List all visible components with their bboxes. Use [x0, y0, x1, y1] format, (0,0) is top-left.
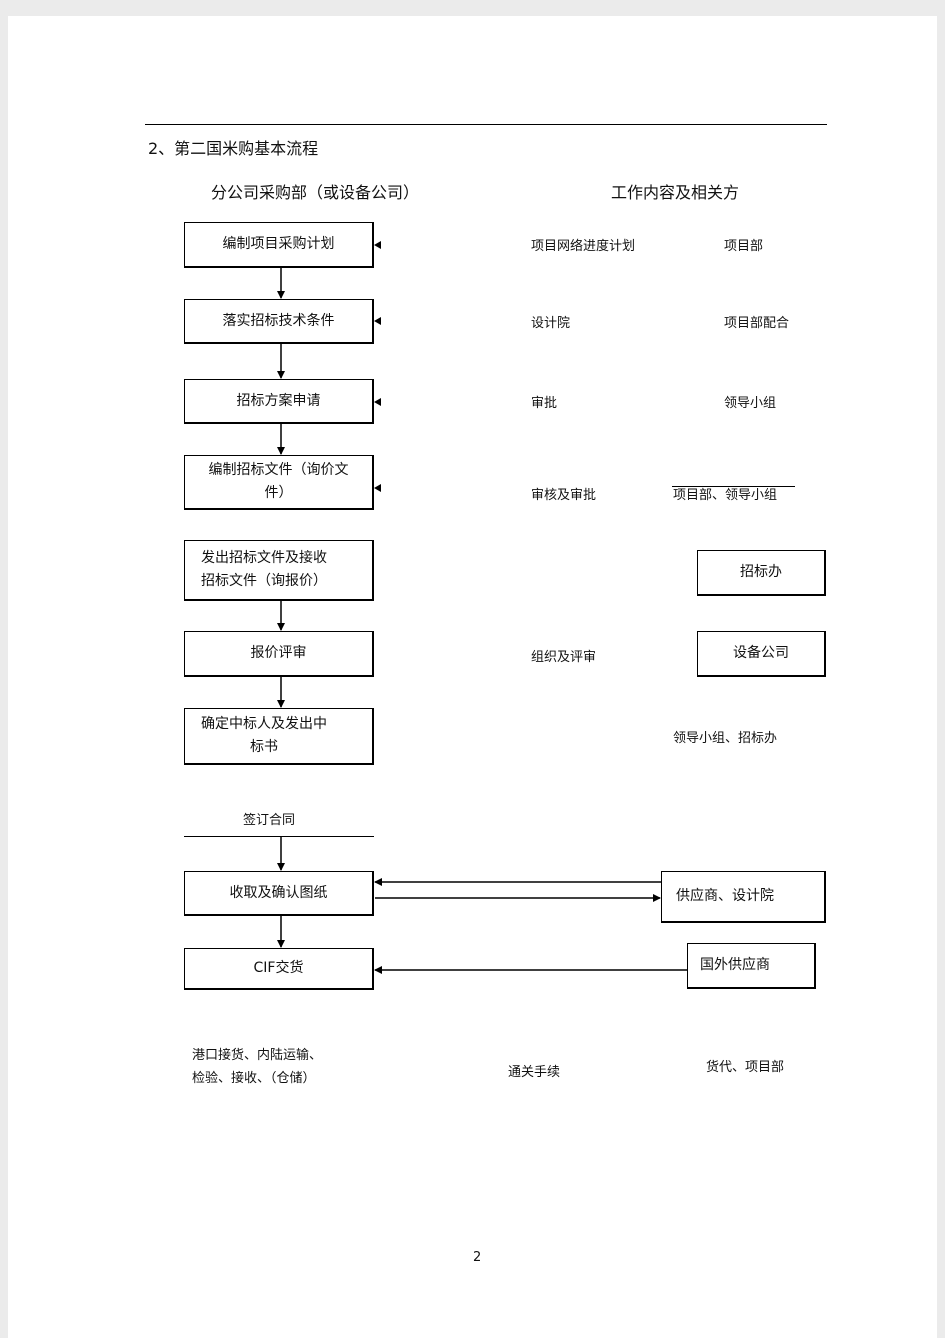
left-pointer	[374, 317, 381, 325]
column-header-right: 工作内容及相关方	[611, 183, 740, 202]
step-box-drawings: 收取及确认图纸	[184, 871, 374, 916]
step-label: 落实招标技术条件	[222, 312, 335, 329]
step-label-line: 件）	[264, 485, 293, 501]
footer-left-text: 港口接货、内陆运输、 检验、接收、（仓储）	[192, 1044, 322, 1090]
step-label: CIF交货	[253, 960, 304, 976]
step-label: 报价评审	[250, 645, 307, 661]
step-label-line: 确定中标人及发出中	[201, 716, 327, 732]
party-label: 设备公司	[733, 645, 789, 661]
work-text-schedule: 项目网络进度计划	[531, 239, 636, 254]
party-box-supplier-design: 供应商、设计院	[661, 871, 826, 923]
party-text-group-office: 领导小组、招标办	[673, 731, 778, 746]
step-box-tech-conditions: 落实招标技术条件	[184, 299, 374, 344]
footer-middle-text: 通关手续	[508, 1065, 561, 1080]
column-header-left: 分公司采购部（或设备公司）	[211, 183, 420, 202]
step-box-award: 确定中标人及发出中 标书	[184, 708, 374, 765]
work-text-approval: 审批	[531, 396, 558, 411]
left-pointer	[374, 241, 381, 249]
party-text-dept-group: 项目部、领导小组	[673, 488, 778, 503]
party-label: 国外供应商	[700, 957, 770, 973]
step-sign-contract: 签订合同	[243, 813, 296, 828]
left-pointer	[374, 484, 381, 492]
party-text-project-coop: 项目部配合	[724, 316, 790, 331]
party-box-foreign-supplier: 国外供应商	[687, 943, 816, 989]
step-label-line: 发出招标文件及接收	[201, 550, 327, 566]
step-box-compile-plan: 编制项目采购计划	[184, 222, 374, 268]
step-box-bid-documents: 编制招标文件（询价文 件）	[184, 455, 374, 510]
footer-right-text: 货代、项目部	[706, 1060, 785, 1075]
party-overline	[672, 486, 795, 487]
top-rule	[145, 124, 827, 125]
party-box-equipment-company: 设备公司	[697, 631, 826, 677]
left-pointer	[374, 398, 381, 406]
step-label-line: 标书	[250, 739, 278, 755]
section-heading: 2、第二国米购基本流程	[148, 139, 319, 158]
sign-contract-underline	[184, 836, 374, 837]
party-text-project-dept: 项目部	[724, 239, 764, 254]
party-box-bid-office: 招标办	[697, 550, 826, 596]
work-text-design-institute: 设计院	[531, 316, 571, 331]
step-label: 招标方案申请	[236, 392, 321, 409]
step-box-cif-delivery: CIF交货	[184, 948, 374, 990]
party-label: 招标办	[740, 564, 782, 580]
step-label: 收取及确认图纸	[229, 884, 328, 901]
footer-left-line: 港口接货、内陆运输、	[192, 1048, 323, 1063]
page-number: 2	[473, 1250, 482, 1265]
party-text-leading-group: 领导小组	[724, 396, 777, 411]
work-text-review-approval: 审核及审批	[531, 488, 597, 503]
step-label-line: 编制招标文件（询价文	[208, 462, 349, 478]
step-box-bid-plan: 招标方案申请	[184, 379, 374, 424]
party-label: 供应商、设计院	[676, 888, 774, 904]
step-label-line: 招标文件（询报价）	[201, 573, 327, 589]
work-text-organize-review: 组织及评审	[531, 650, 597, 665]
step-box-issue-receive: 发出招标文件及接收 招标文件（询报价）	[184, 540, 374, 601]
footer-left-line: 检验、接收、（仓储）	[192, 1071, 316, 1086]
document-page: 2、第二国米购基本流程 分公司采购部（或设备公司） 工作内容及相关方 编制项目采…	[8, 16, 937, 1338]
flow-arrows	[277, 241, 687, 974]
step-label: 编制项目采购计划	[222, 236, 335, 252]
step-box-quote-review: 报价评审	[184, 631, 374, 677]
